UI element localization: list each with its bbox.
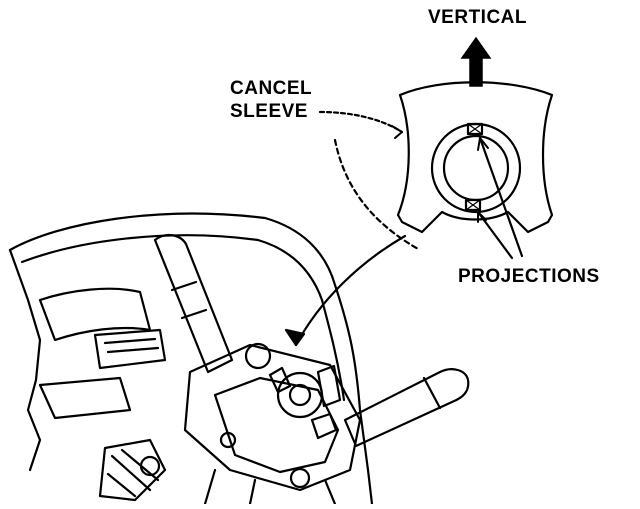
dashboard-vent [93,328,167,370]
right-stalk-detail [422,376,442,410]
projection-top [466,122,484,136]
upper-stalk-detail [170,280,208,320]
steering-wheel-rim-inner [20,234,346,402]
boss-left [244,342,272,370]
cancel-sleeve-label-line1: CANCEL [230,78,313,99]
lower-bolt-left [139,455,161,477]
cancel-sleeve-outline [396,81,554,234]
boss-center-inner [288,383,312,407]
arrow-up-icon [460,36,492,87]
dashboard-left [8,248,42,472]
projection-bottom [464,198,482,212]
upper-stalk [153,234,234,374]
column-shaft [203,468,337,506]
lower-bolt-right [289,467,311,489]
column-tabs [268,366,338,440]
boss-center [276,371,324,419]
dashboard-lower [38,376,132,420]
column-housing [183,343,362,492]
right-stalk [343,368,470,448]
projections-leader-bottom [476,210,514,260]
install-arrow [294,234,407,347]
lower-bolt-center [219,431,237,449]
projections-leader-top [478,136,524,258]
column-housing-inner [213,376,340,474]
cancel-sleeve-leader [318,110,404,134]
steering-wheel-rim [8,212,374,506]
bottom-bracket [98,438,167,502]
dashboard-panel [38,287,152,342]
cancel-sleeve-ring-outer [430,122,522,214]
vertical-label: VERTICAL [428,7,527,28]
cancel-sleeve-label-line2: SLEEVE [230,101,308,122]
projections-label: PROJECTIONS [458,266,600,287]
boss-right [316,364,342,408]
wheel-rim-arc [333,138,422,252]
